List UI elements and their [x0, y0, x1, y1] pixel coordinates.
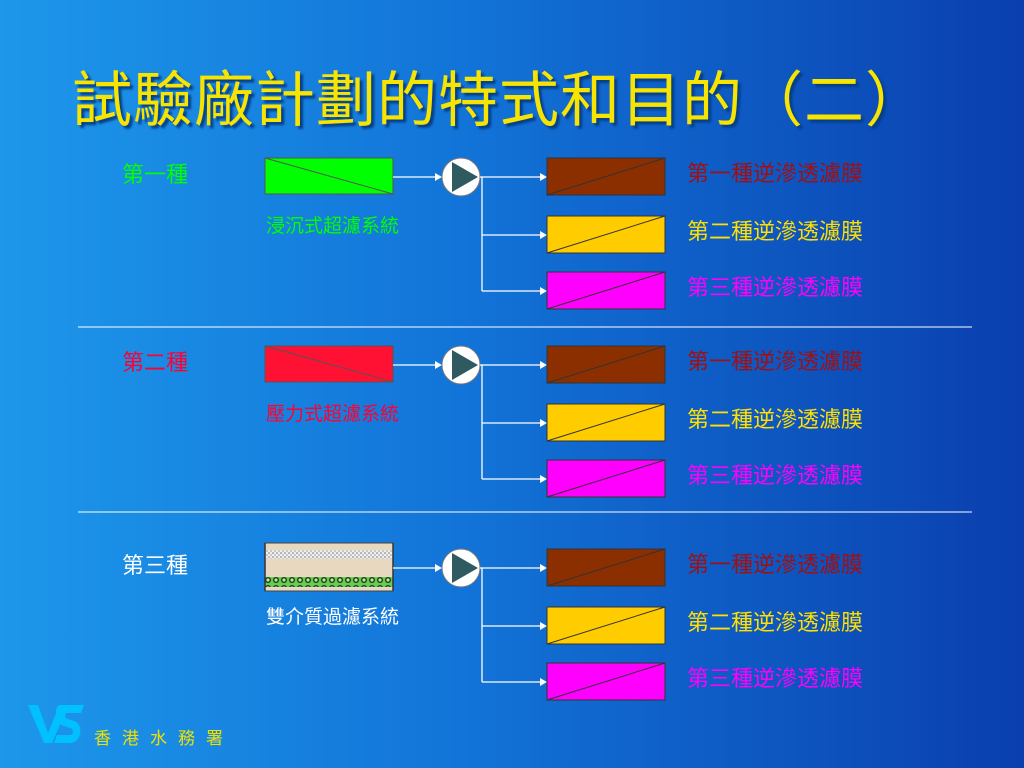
membrane-diagonal [546, 345, 666, 384]
arrowhead [435, 173, 442, 181]
filter-diagonal [264, 345, 394, 383]
pump-triangle [452, 553, 478, 583]
ro-membrane-label: 第二種逆滲透濾膜 [687, 408, 864, 433]
ro-membrane-label: 第一種逆滲透濾膜 [687, 553, 864, 578]
wsd-logo-icon [28, 705, 84, 743]
arrowhead [540, 419, 547, 427]
page-title: 試驗廠計劃的特式和目的（二） [72, 66, 926, 136]
arrowhead [540, 564, 547, 572]
membrane-diagonal [546, 157, 666, 196]
ro-membrane-label: 第二種逆滲透濾膜 [687, 220, 864, 245]
arrowhead [540, 287, 547, 295]
membrane-diagonal [546, 548, 666, 587]
arrowhead [540, 231, 547, 239]
arrowhead [540, 678, 547, 686]
membrane-diagonal [546, 606, 666, 645]
filter-diagonal [264, 157, 394, 195]
sand-layer [265, 550, 393, 559]
system-label: 第三種 [122, 554, 189, 579]
ro-membrane-label: 第三種逆滲透濾膜 [687, 464, 864, 489]
gravel-layer [265, 577, 393, 587]
membrane-diagonal [546, 215, 666, 254]
organization-name: 香港水務署 [94, 729, 234, 749]
membrane-diagonal [546, 459, 666, 498]
pump-triangle [452, 350, 478, 380]
filter-system-label: 雙介質過濾系統 [266, 606, 400, 628]
ro-membrane-label: 第三種逆滲透濾膜 [687, 276, 864, 301]
membrane-diagonal [546, 662, 666, 701]
filter-system-label: 壓力式超濾系統 [266, 403, 400, 425]
ro-membrane-label: 第二種逆滲透濾膜 [687, 611, 864, 636]
arrowhead [540, 622, 547, 630]
ro-membrane-label: 第三種逆滲透濾膜 [687, 667, 864, 692]
system-label: 第一種 [122, 163, 189, 188]
filter-system-label: 浸沉式超濾系統 [266, 215, 400, 237]
arrowhead [540, 361, 547, 369]
arrowhead [435, 361, 442, 369]
pump-triangle [452, 162, 478, 192]
arrowhead [540, 475, 547, 483]
system-label: 第二種 [122, 351, 189, 376]
arrowhead [435, 564, 442, 572]
ro-membrane-label: 第一種逆滲透濾膜 [687, 350, 864, 375]
ro-membrane-label: 第一種逆滲透濾膜 [687, 162, 864, 187]
membrane-diagonal [546, 271, 666, 310]
membrane-diagonal [546, 403, 666, 442]
arrowhead [540, 173, 547, 181]
